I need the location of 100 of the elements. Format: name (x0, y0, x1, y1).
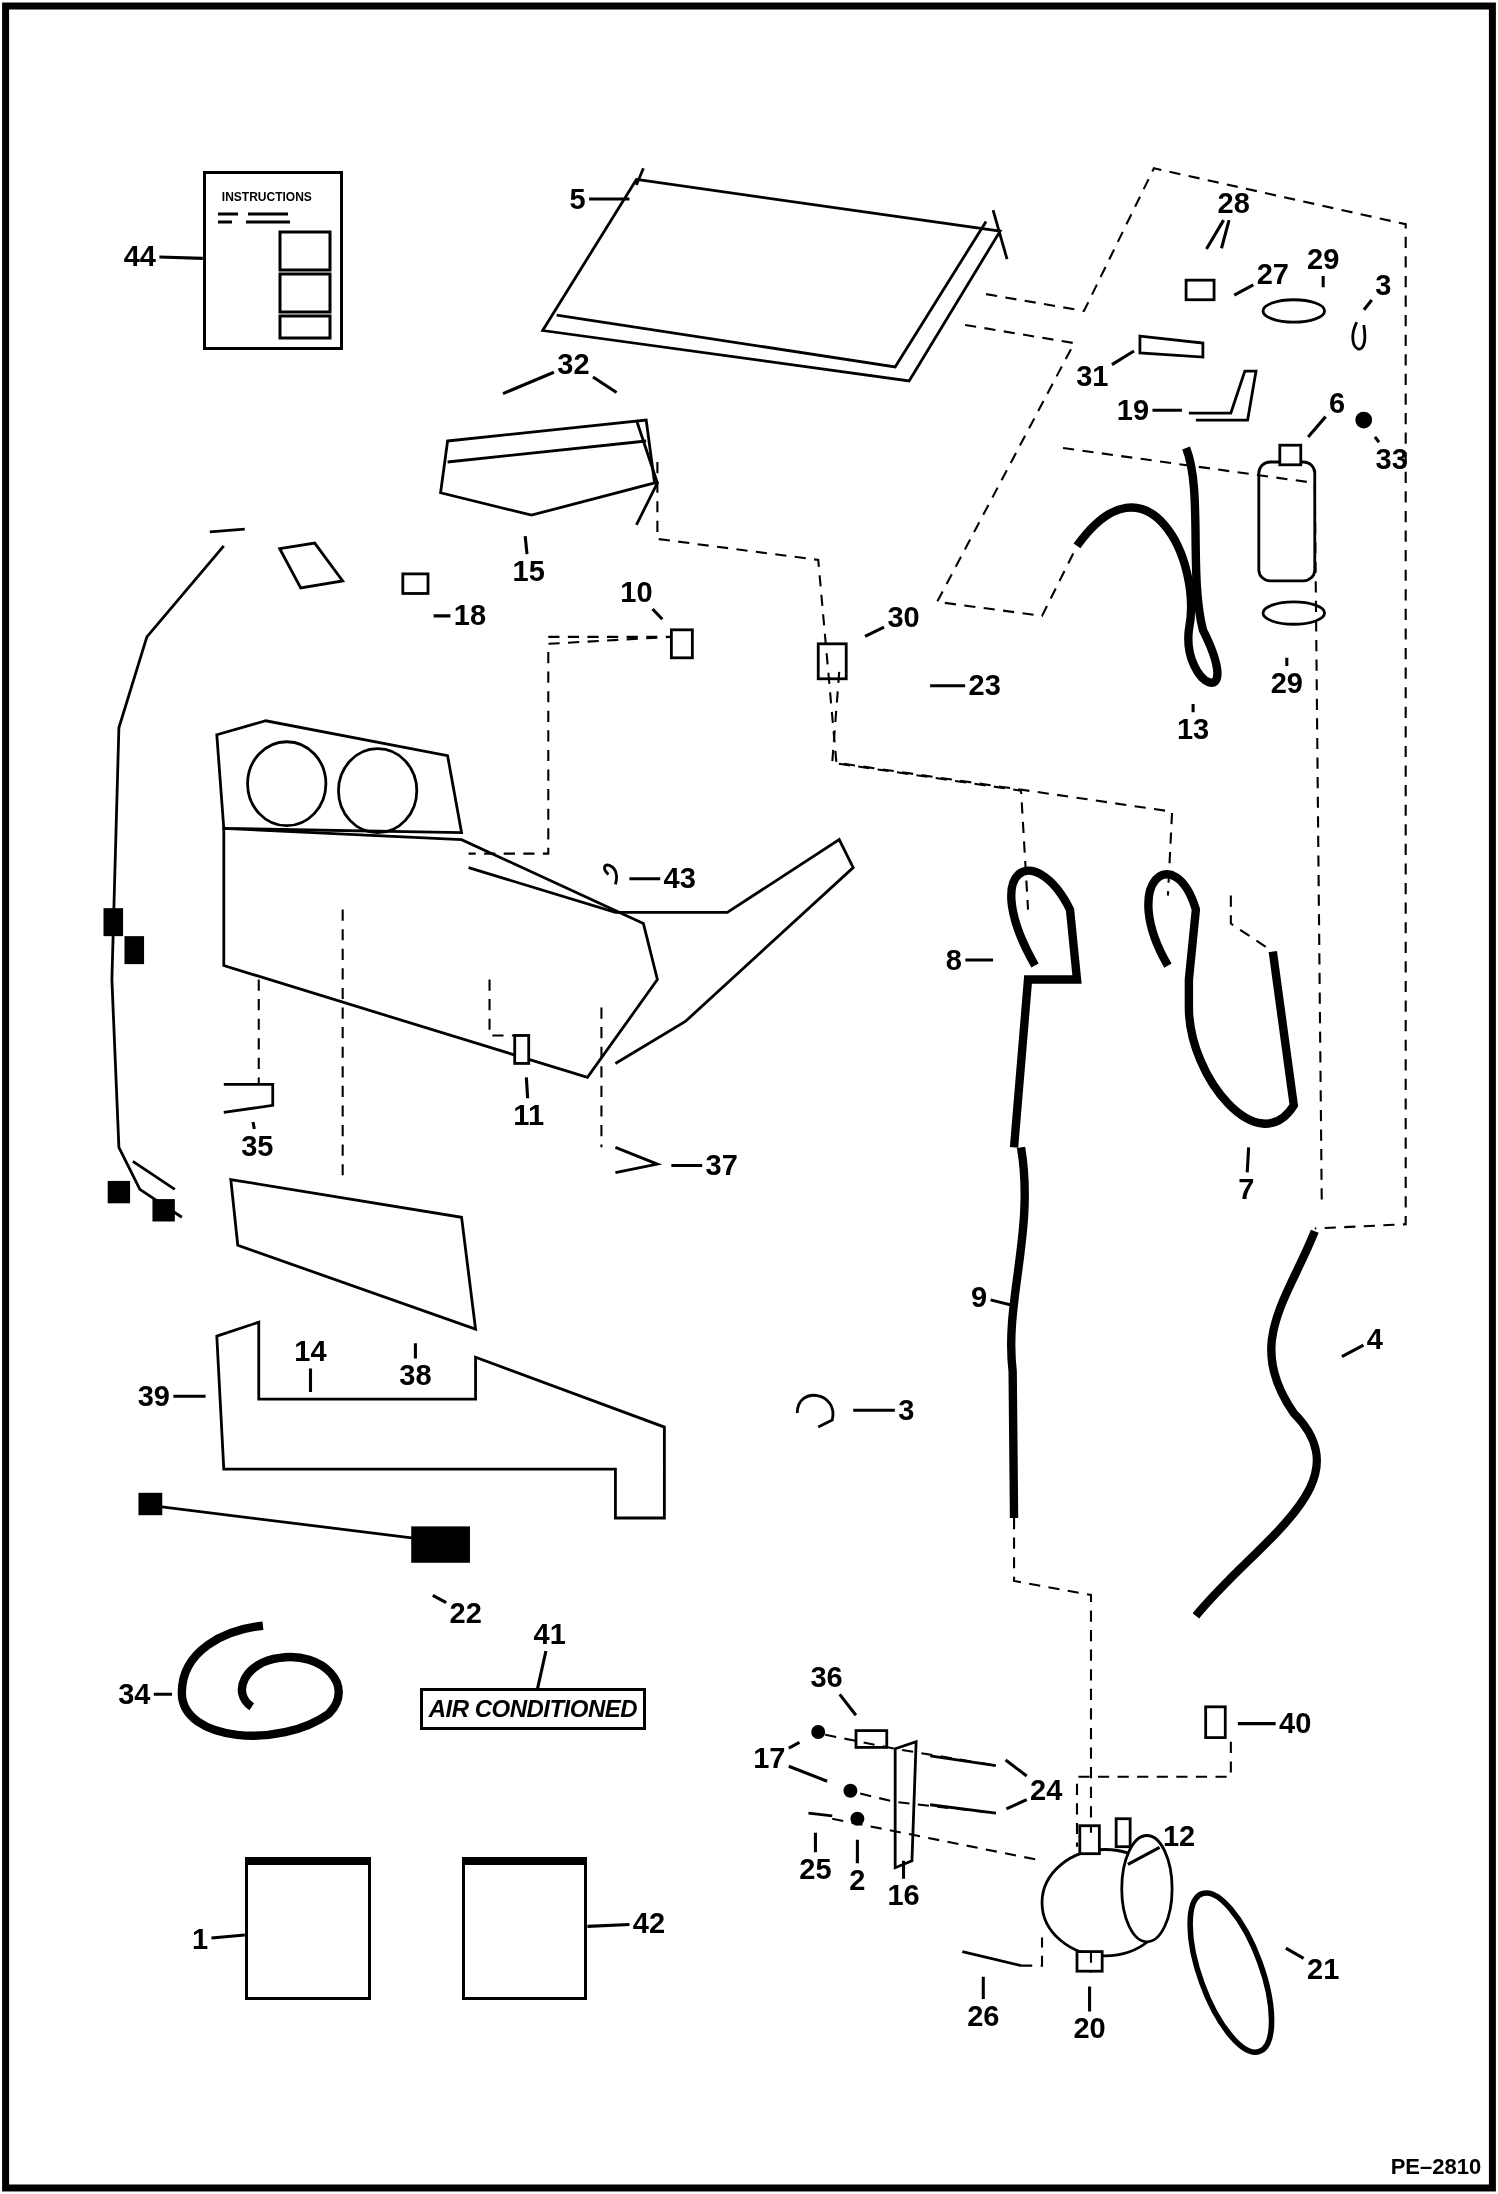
callout-number: 41 (531, 1618, 568, 1650)
leader-line (536, 1650, 548, 1689)
callout-number: 2 (847, 1864, 868, 1896)
leader-line (1205, 219, 1225, 250)
callout-number: 8 (943, 944, 964, 975)
leader-line (524, 1077, 530, 1099)
callout-number: 16 (885, 1879, 922, 1911)
callout-number: 18 (451, 599, 489, 631)
drawing-number: PE–2810 (1390, 2154, 1482, 2180)
leader-line (1233, 283, 1254, 297)
callout-number: 26 (965, 2000, 1002, 2031)
leader-line (1220, 219, 1231, 249)
leader-line (902, 1860, 906, 1879)
leader-line (788, 1764, 828, 1783)
leader-line (1111, 349, 1135, 366)
carton-box (244, 1857, 371, 2001)
leader-line (1005, 1798, 1028, 1811)
callout-number: 34 (116, 1678, 153, 1710)
leader-line (981, 1976, 985, 2000)
decal (419, 1688, 647, 1731)
leader-line (211, 1933, 245, 1940)
manual-title: INSTRUCTIONS (221, 189, 312, 204)
leader-line (864, 625, 885, 638)
leader-line (1191, 703, 1195, 713)
leader-line (1285, 1946, 1305, 1960)
callout-number: 39 (135, 1380, 172, 1412)
callout-number: 17 (751, 1742, 788, 1774)
callout-number: 31 (1074, 360, 1111, 392)
callout-number: 3 (1373, 269, 1394, 301)
callout-number: 40 (1277, 1707, 1314, 1739)
callout-number: 28 (1215, 187, 1252, 219)
leader-line (1127, 1846, 1161, 1866)
leader-line (1321, 276, 1325, 288)
callout-number: 30 (885, 601, 922, 633)
callout-number: 14 (292, 1335, 329, 1367)
decal-text: AIR CONDITIONED (428, 1695, 638, 1724)
leader-line (433, 614, 451, 618)
callout-number: 27 (1254, 258, 1291, 290)
leader-line (813, 1832, 817, 1853)
leader-line (965, 958, 994, 962)
leader-line (1245, 1147, 1251, 1173)
callout-number: 42 (630, 1907, 668, 1939)
callout-number: 9 (969, 1281, 990, 1313)
leader-line (853, 1408, 895, 1412)
leader-line (587, 1922, 630, 1928)
callout-number: 35 (239, 1130, 276, 1161)
callout-number: 3 (896, 1394, 917, 1426)
leader-line (432, 1594, 447, 1604)
callout-number: 22 (447, 1597, 484, 1629)
callout-number: 21 (1305, 1953, 1342, 1985)
leader-line (1373, 435, 1381, 444)
leader-line (153, 1692, 173, 1696)
carton-box (461, 1857, 588, 2001)
leader-line (671, 1164, 703, 1168)
callout-number: 38 (397, 1359, 434, 1391)
callout-number: 4 (1364, 1323, 1385, 1355)
leader-line (1237, 1722, 1276, 1726)
callout-number: 20 (1071, 2012, 1108, 2044)
leader-line (308, 1368, 313, 1393)
instruction-manual (202, 170, 343, 350)
leader-line (502, 370, 555, 395)
callout-number: 32 (555, 348, 592, 380)
leader-line (1088, 1986, 1092, 2012)
callout-number: 19 (1114, 394, 1152, 426)
callout-number: 24 (1028, 1774, 1065, 1806)
callout-number: 13 (1174, 713, 1212, 745)
callout-number: 1 (189, 1923, 211, 1955)
leader-line (855, 1839, 859, 1864)
leader-line (173, 1394, 206, 1398)
leader-line (788, 1740, 801, 1750)
callout-number: 10 (618, 576, 655, 608)
callout-number: 37 (703, 1149, 740, 1181)
leader-line (1362, 298, 1374, 311)
leader-line (159, 255, 203, 260)
leader-line (1285, 657, 1289, 667)
leader-line (1152, 408, 1182, 412)
callout-number: 36 (808, 1661, 845, 1693)
leader-line (629, 877, 661, 881)
leader-line (592, 375, 618, 394)
leader-line (523, 535, 529, 555)
leader-line (413, 1343, 417, 1359)
callout-number: 29 (1305, 243, 1342, 275)
leader-line (1306, 415, 1327, 439)
callout-number: 25 (797, 1853, 834, 1885)
callout-number: 15 (510, 555, 547, 587)
callout-number: 29 (1268, 667, 1305, 699)
callout-number: 23 (966, 669, 1003, 701)
callout-number: 5 (567, 183, 588, 215)
leader-line (589, 197, 630, 201)
callout-number: 44 (121, 240, 158, 272)
callout-number: 11 (511, 1099, 547, 1131)
leader-line (1004, 1758, 1028, 1778)
leader-line (930, 684, 966, 688)
leader-line (251, 1121, 256, 1130)
leader-line (651, 607, 664, 621)
callout-number: 6 (1327, 387, 1348, 419)
leader-line (1341, 1343, 1365, 1358)
callout-number: 12 (1160, 1820, 1198, 1852)
callout-number: 33 (1373, 443, 1410, 475)
callout-number: 7 (1236, 1173, 1257, 1205)
